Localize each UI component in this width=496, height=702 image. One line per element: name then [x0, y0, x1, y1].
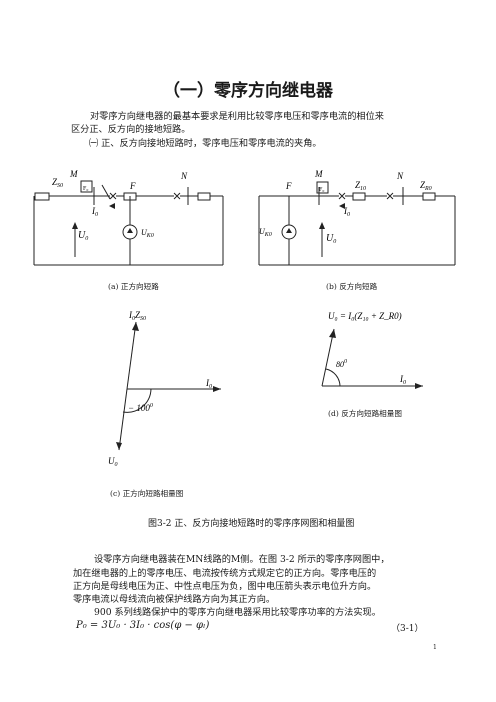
label-u0-c: U0 [108, 456, 118, 468]
body-line-3: 正方向是母线电压为正、中性点电压为负，图中电压箭头表示电位升方向。 [73, 581, 377, 592]
breaker-a2 [173, 192, 181, 200]
label-f-b: F [285, 181, 292, 191]
label-m-a: M [69, 169, 78, 179]
label-u0-eq-d: U₀ = I₀(Z₁₀ + Z_R0) [328, 311, 402, 321]
phasor-diagram-reverse: U₀ = I₀(Z₁₀ + Z_R0) I0 800 [321, 311, 423, 389]
body-line-4: 零序电流以母线流向被保护线路方向为其正方向。 [73, 594, 276, 605]
figure-caption: 图3-2 正、反方向接地短路时的零序序网图和相量图 [148, 519, 355, 529]
body-line-5: 900 系列线路保护中的零序方向继电器采用比较零序功率的方法实现。 [94, 607, 381, 618]
intro-line-2: 区分正、反方向的接地短路。 [71, 124, 191, 135]
label-i0zs0-c: I0ZS0 [128, 310, 146, 322]
breaker-b1 [338, 192, 346, 200]
intro-line-1: 对零序方向继电器的最基本要求是利用比较零序电压和零序电流的相位来 [90, 111, 384, 122]
source-impedance-a [34, 192, 50, 201]
line-impedance-b2 [422, 192, 436, 201]
label-angle-c: − 1000 [128, 403, 153, 413]
equation-number: （3-1） [391, 624, 424, 634]
caption-c: (c) 正方向短路相量图 [110, 489, 184, 498]
label-zr0-b: ZR0 [420, 180, 432, 192]
label-n-b: N [396, 171, 404, 181]
label-i0-d: I0 [399, 374, 406, 386]
label-i0-c: I0 [205, 378, 212, 390]
caption-a: (a) 正方向短路 [108, 282, 159, 291]
label-relay-a: F₀ [83, 186, 88, 192]
label-zs0-a: ZS0 [52, 177, 63, 189]
label-m-b: M [314, 169, 323, 179]
equation: P₀ = 3U₀ · 3I₀ · cos(φ − φₗ) [76, 620, 210, 631]
label-uk0-b: UK0 [259, 227, 272, 238]
i0zs0-phasor [126, 321, 137, 390]
label-angle-d: 800 [336, 359, 347, 369]
label-u0-a: U0 [78, 230, 88, 242]
label-z10-b: Z10 [355, 180, 366, 192]
u0-phasor-c [118, 388, 128, 451]
body-line-2: 加在继电器的上的零序电压、电流按传统方式规定它的正方向。零序电压的 [73, 568, 377, 579]
label-i0-b: I0 [343, 206, 350, 218]
relay-box-b [316, 181, 329, 194]
breaker-b2 [386, 192, 394, 200]
label-f-a: F [129, 181, 136, 191]
label-u0-b: U0 [326, 233, 336, 245]
relay-box-a [80, 180, 93, 193]
circuit-diagram-reverse: M F₀ F N Z10 ZR0 I0 U0 UK0 [258, 169, 456, 266]
phasor-diagram-forward: I0ZS0 I0 − 1000 U0 [108, 310, 221, 468]
label-i0-a: I0 [91, 206, 98, 218]
line-impedance-a2 [197, 192, 211, 201]
body-line-1: 设零序方向继电器装在MN线路的M侧。在图 3-2 所示的零序序网图中， [94, 554, 390, 565]
page-number: 1 [433, 644, 437, 651]
label-relay-b: F₀ [319, 187, 324, 193]
u0-phasor-d [321, 328, 335, 387]
angle-arc-c [122, 388, 152, 413]
breaker-a1 [109, 192, 117, 200]
circuit-diagram-forward: ZS0 M F₀ F N I0 U0 UK0 [33, 169, 224, 266]
line-impedance-b1 [352, 192, 366, 201]
label-uk0-a: UK0 [141, 228, 154, 239]
caption-d: (d) 反方向短路相量图 [328, 409, 402, 418]
page-title: （一）零序方向继电器 [163, 81, 333, 101]
intro-line-3: ㈠ 正、反方向接地短路时，零序电压和零序电流的夹角。 [89, 138, 322, 149]
angle-arc-d [325, 368, 341, 387]
caption-b: (b) 反方向短路 [326, 282, 378, 291]
label-n-a: N [180, 171, 188, 181]
